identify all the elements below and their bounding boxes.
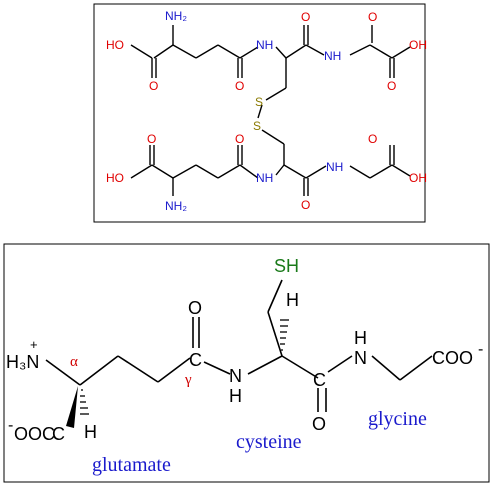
atom-c-carbonyl-glu: C: [189, 350, 202, 370]
label-glycine: glycine: [368, 408, 427, 430]
atom-n-gly: N: [354, 348, 367, 368]
label-glutamate: glutamate: [92, 454, 171, 476]
atom-minus-gly: -: [478, 341, 483, 358]
atom-coo-gly: COO: [432, 348, 473, 368]
top-panel-frame: [93, 3, 426, 223]
atom-nh-top-1: NH: [256, 38, 273, 52]
atom-plus: +: [30, 337, 38, 352]
atom-minus-glu: -: [8, 417, 13, 434]
atom-c-carboxyl-glu: C: [52, 424, 65, 444]
atom-o-carbonyl-glu: O: [188, 298, 202, 318]
atom-o-top-4: O: [368, 10, 377, 24]
bottom-panel: + H₃N α O C γ N H SH H C O H N COO - - O…: [3, 243, 490, 483]
atom-nh-bot-1: NH: [256, 171, 273, 185]
atom-sh: SH: [274, 256, 299, 276]
atom-oh-top: OH: [409, 38, 427, 52]
atom-o-top-5: O: [387, 79, 396, 93]
atom-nh-top-2: NH: [324, 49, 341, 63]
atom-o-bot-4: O: [301, 198, 310, 212]
atom-o-bot-2: O: [235, 132, 244, 146]
wedge-bond-glu: [66, 386, 78, 428]
atom-nh2-top: NH₂: [165, 9, 187, 23]
atom-s-2: S: [253, 119, 261, 133]
atom-h-n-cys: H: [229, 386, 242, 406]
atom-ho-bot: HO: [106, 171, 124, 185]
bottom-bonds: [45, 279, 433, 412]
greek-alpha: α: [70, 354, 78, 370]
atom-h-glu: H: [84, 422, 97, 442]
atom-h3n: H₃N: [6, 352, 39, 372]
atom-n-cys: N: [229, 366, 242, 386]
atom-nh2-bot: NH₂: [165, 199, 187, 213]
atom-h-cys: H: [286, 290, 299, 310]
atom-o-top-3: O: [301, 10, 310, 24]
top-atoms: NH₂ HO O O NH O NH O OH O S S O O HO NH …: [106, 9, 427, 213]
atom-c-carbonyl-cys: C: [313, 370, 326, 390]
atom-nh-bot-2: NH: [326, 160, 343, 174]
atom-ooc-glu: OOC: [14, 424, 55, 444]
bottom-panel-frame: [3, 243, 490, 483]
atom-o-bot-1: O: [147, 132, 156, 146]
atom-o-bot-3: O: [368, 132, 377, 146]
top-bonds: [130, 25, 411, 196]
atom-o-top-2: O: [235, 79, 244, 93]
atom-h-n-gly: H: [354, 328, 367, 348]
greek-gamma: γ: [184, 372, 192, 388]
bottom-atoms: + H₃N α O C γ N H SH H C O H N COO - - O…: [6, 256, 483, 444]
atom-o-carbonyl-cys: O: [312, 414, 326, 434]
atom-ho-top: HO: [106, 38, 124, 52]
atom-s-1: S: [255, 95, 263, 109]
hash-bond-glu: [80, 389, 89, 415]
residue-labels: glutamate cysteine glycine: [92, 408, 427, 476]
hash-bond-cys: [280, 319, 289, 351]
atom-o-top-1: O: [149, 79, 158, 93]
label-cysteine: cysteine: [236, 431, 302, 453]
atom-oh-bot: OH: [409, 171, 427, 185]
top-panel: NH₂ HO O O NH O NH O OH O S S O O HO NH …: [93, 3, 427, 223]
